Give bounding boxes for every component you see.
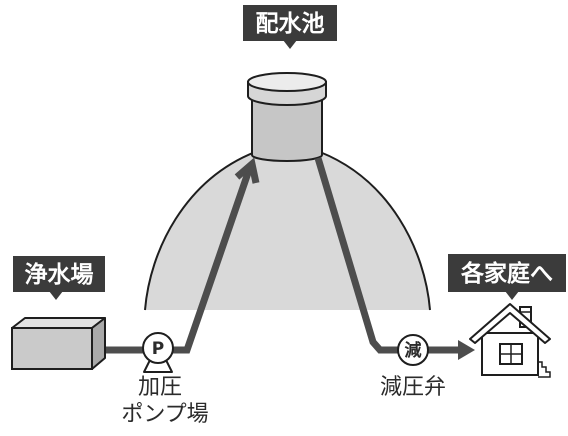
treatment-plant-label-text: 浄水場: [25, 261, 94, 288]
pipe-valve-to-home: [428, 340, 475, 360]
valve-caption: 減圧弁: [380, 375, 446, 400]
house-icon: [469, 303, 551, 378]
pipe-pump-to-reservoir: [172, 157, 260, 354]
tank-icon: [247, 72, 327, 162]
valve-icon: 減: [397, 334, 429, 366]
homes-label-text: 各家庭へ: [460, 260, 553, 287]
box-icon: [11, 317, 106, 370]
pump-symbol: P: [152, 339, 164, 359]
hill: [144, 151, 431, 311]
arrow-up-icon: [234, 157, 260, 184]
pump-icon: P: [142, 332, 174, 373]
window-icon: [499, 343, 523, 365]
valve-symbol: 減: [405, 340, 422, 361]
pipe-reservoir-to-valve: [314, 156, 398, 354]
reservoir-label-text: 配水池: [256, 11, 325, 37]
pump-caption-line2: ポンプ場: [121, 402, 208, 427]
steps: [538, 361, 551, 378]
treatment-plant-label: 浄水場: [13, 256, 105, 300]
reservoir-label: 配水池: [243, 5, 337, 49]
arrow-right-icon: [458, 340, 475, 360]
homes-label: 各家庭へ: [448, 254, 566, 300]
pump-caption-line1: 加圧: [138, 375, 182, 400]
